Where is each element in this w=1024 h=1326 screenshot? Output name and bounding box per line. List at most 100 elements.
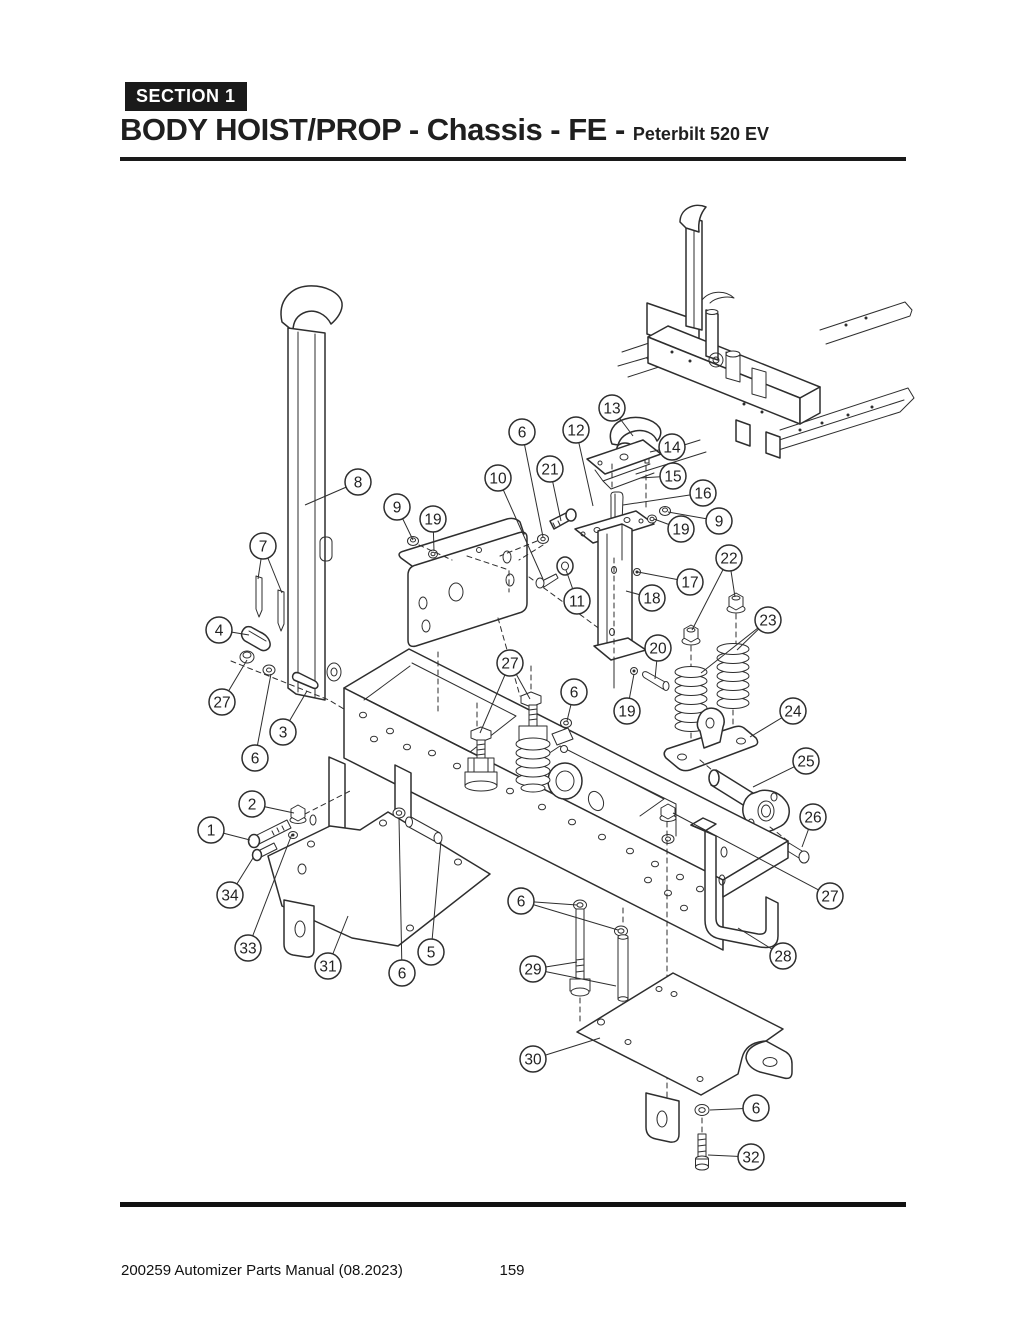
- callout-7: 7: [249, 532, 277, 560]
- svg-text:15: 15: [664, 468, 681, 485]
- callout-25: 25: [792, 747, 820, 775]
- leader-line-5: [430, 840, 442, 953]
- callout-19: 19: [667, 515, 695, 543]
- section-badge: SECTION 1: [125, 82, 247, 111]
- leader-line-6: [254, 673, 272, 759]
- callout-34: 34: [216, 881, 244, 909]
- callout-16: 16: [689, 479, 717, 507]
- svg-text:19: 19: [424, 511, 441, 528]
- svg-text:19: 19: [672, 521, 689, 538]
- svg-text:28: 28: [774, 948, 791, 965]
- footer-manual-title: 200259 Automizer Parts Manual (08.2023): [121, 1262, 403, 1279]
- callout-4: 4: [205, 616, 233, 644]
- callout-10: 10: [484, 464, 512, 492]
- svg-text:1: 1: [207, 822, 216, 839]
- end-channel-bracket: [690, 817, 779, 949]
- svg-text:23: 23: [759, 612, 776, 629]
- svg-text:34: 34: [221, 887, 239, 904]
- callout-9: 9: [705, 507, 733, 535]
- prop-channel: [280, 285, 343, 701]
- svg-text:10: 10: [489, 470, 507, 487]
- pivot-pin-assembly: [699, 759, 810, 864]
- spring-bracket: [663, 707, 759, 772]
- svg-text:6: 6: [517, 893, 526, 910]
- callout-30: 30: [519, 1045, 547, 1073]
- callout-5: 5: [417, 938, 445, 966]
- page-title-main: BODY HOIST/PROP - Chassis - FE -: [120, 112, 633, 147]
- svg-text:3: 3: [279, 724, 288, 741]
- callout-27: 27: [208, 688, 236, 716]
- leader-line-29: [532, 968, 617, 987]
- callout-24: 24: [779, 697, 807, 725]
- footer-rule: [120, 1202, 906, 1207]
- callout-6: 6: [560, 678, 588, 706]
- footer-page-number: 159: [499, 1262, 525, 1279]
- header-rule: [120, 157, 906, 161]
- callout-21: 21: [536, 455, 564, 483]
- prop-pins-and-pivot-hardware: [230, 575, 391, 738]
- svg-text:17: 17: [681, 574, 698, 591]
- callout-6: 6: [508, 418, 536, 446]
- callout-6: 6: [388, 959, 416, 987]
- callout-31: 31: [314, 952, 342, 980]
- callout-6: 6: [507, 887, 535, 915]
- svg-text:6: 6: [752, 1100, 761, 1117]
- callout-11: 11: [563, 587, 591, 615]
- svg-text:4: 4: [215, 622, 224, 639]
- callout-19: 19: [613, 697, 641, 725]
- callout-26: 26: [799, 803, 827, 831]
- svg-text:31: 31: [319, 958, 336, 975]
- leader-line-6: [398, 817, 403, 974]
- callout-20: 20: [644, 634, 672, 662]
- svg-text:32: 32: [742, 1149, 759, 1166]
- callout-3: 3: [269, 718, 297, 746]
- svg-text:2: 2: [248, 796, 257, 813]
- svg-text:25: 25: [797, 753, 814, 770]
- callout-22: 22: [715, 544, 743, 572]
- callout-17: 17: [676, 568, 704, 596]
- coil-springs: [674, 643, 750, 753]
- upper-mount-plate-assembly: [247, 790, 491, 958]
- page-title: BODY HOIST/PROP - Chassis - FE - Peterbi…: [120, 112, 769, 148]
- leader-line-33: [247, 833, 293, 949]
- installed-view-inset: [617, 204, 915, 475]
- callout-18: 18: [638, 584, 666, 612]
- svg-text:6: 6: [518, 424, 527, 441]
- callout-12: 12: [562, 416, 590, 444]
- svg-text:26: 26: [804, 809, 821, 826]
- callout-2: 2: [238, 790, 266, 818]
- callout-6: 6: [241, 744, 269, 772]
- support-channel: [593, 523, 647, 689]
- svg-text:27: 27: [821, 888, 838, 905]
- svg-text:11: 11: [569, 593, 585, 610]
- svg-text:27: 27: [213, 694, 230, 711]
- callout-14: 14: [658, 433, 686, 461]
- callout-15: 15: [659, 462, 687, 490]
- svg-text:13: 13: [603, 400, 620, 417]
- svg-text:21: 21: [541, 461, 558, 478]
- leader-line-27: [672, 812, 831, 897]
- svg-text:8: 8: [354, 474, 363, 491]
- svg-text:6: 6: [251, 750, 260, 767]
- page-title-sub: Peterbilt 520 EV: [632, 124, 769, 144]
- callout-33: 33: [234, 934, 262, 962]
- svg-text:19: 19: [618, 703, 635, 720]
- callout-9: 9: [383, 493, 411, 521]
- lower-mount-plate-assembly: [569, 908, 793, 1171]
- leader-line-10: [497, 477, 544, 580]
- callout-8: 8: [344, 468, 372, 496]
- svg-text:33: 33: [239, 940, 256, 957]
- leader-line-6: [521, 431, 544, 538]
- svg-text:9: 9: [393, 499, 402, 516]
- svg-text:22: 22: [720, 550, 737, 567]
- svg-text:20: 20: [649, 640, 667, 657]
- callout-23: 23: [754, 606, 782, 634]
- svg-text:24: 24: [784, 703, 802, 720]
- callout-29: 29: [519, 955, 547, 983]
- svg-text:14: 14: [663, 439, 681, 456]
- leader-line-23: [700, 619, 769, 674]
- callout-27: 27: [496, 649, 524, 677]
